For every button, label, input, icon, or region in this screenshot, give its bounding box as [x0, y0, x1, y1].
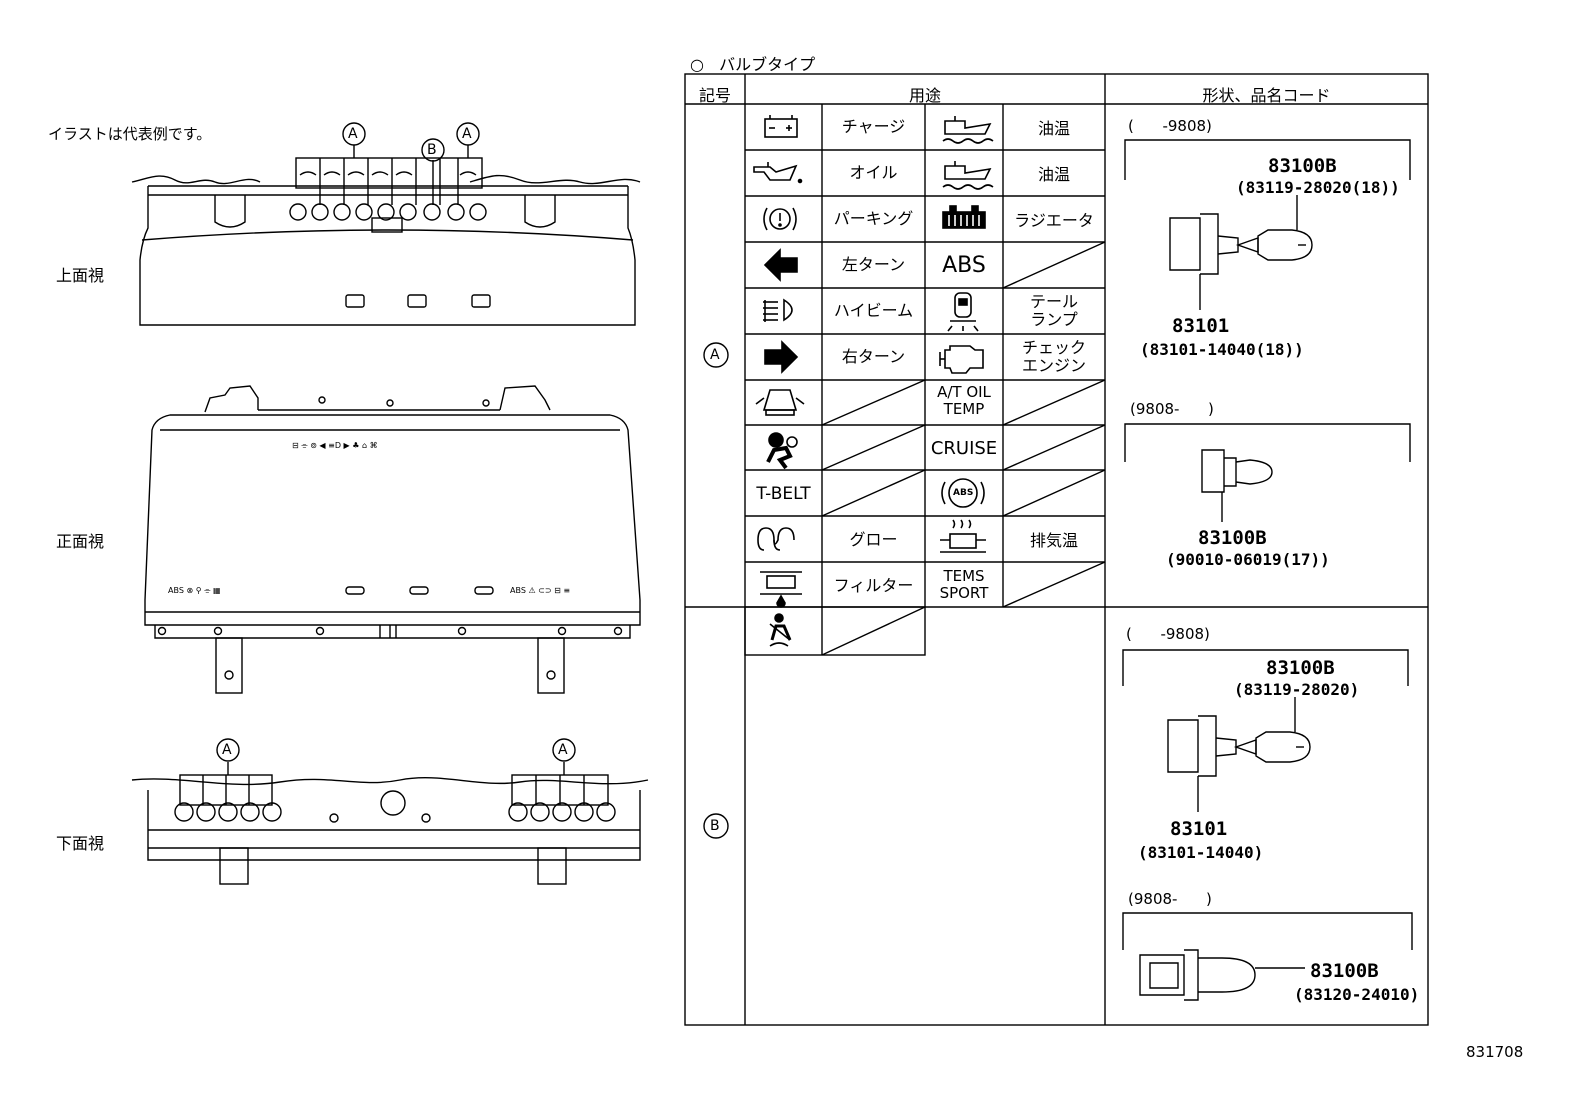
shape-b-pn-bulb-2: 83100B	[1310, 960, 1379, 982]
exhaust-temp-icon	[940, 519, 986, 553]
callout-a-bottom-right: A	[558, 742, 568, 758]
figure-id: 831708	[1466, 1043, 1524, 1061]
airbag-icon	[766, 432, 798, 470]
label-right-turn: 右ターン	[841, 347, 906, 366]
parking-brake-icon	[763, 207, 797, 231]
bottom-view-label: 下面視	[56, 834, 105, 853]
shape-a-code-socket-1: (83101-14040(18))	[1140, 340, 1304, 359]
header-use: 用途	[908, 86, 941, 105]
shape-a-pn-bulb-2: 83100B	[1198, 527, 1267, 549]
fuel-filter-icon	[760, 571, 802, 608]
right-arrow-icon	[764, 340, 799, 374]
svg-text:⊟ ⌯ ⊚ ◀ ≡D ▶ ♣ ⌂ ⌘: ⊟ ⌯ ⊚ ◀ ≡D ▶ ♣ ⌂ ⌘	[292, 441, 378, 450]
label-tail-lamp: テール ランプ	[1029, 292, 1078, 329]
legend-mark: ○	[690, 55, 704, 74]
door-open-icon	[755, 389, 805, 416]
svg-text:ABS ⊗ ⚲ ⌯ ▦: ABS ⊗ ⚲ ⌯ ▦	[168, 586, 221, 595]
abs-text: ABS	[942, 253, 986, 278]
cruise-text: CRUISE	[930, 438, 998, 459]
label-check-engine: チェック エンジン	[1021, 338, 1086, 375]
svg-text:ABS ⚠ ⊂⊃ ⊟ ≡: ABS ⚠ ⊂⊃ ⊟ ≡	[510, 586, 570, 595]
high-beam-icon	[763, 298, 793, 322]
shape-b-period-1: ( -9808)	[1126, 625, 1210, 643]
label-filter: フィルター	[833, 576, 914, 595]
top-view-label: 上面視	[56, 266, 105, 285]
legend: ○ バルブタイプ	[690, 51, 815, 75]
label-oil-temp-2: 油温	[1037, 165, 1070, 184]
tems-sport-text: TEMS SPORT	[939, 567, 989, 602]
symbol-a: A	[710, 347, 720, 363]
oil-can-icon	[753, 162, 803, 184]
abs-circle-text: ABS	[953, 488, 974, 498]
oil-temp-icon-1	[942, 116, 994, 144]
label-glow: グロー	[849, 530, 898, 549]
bottom-view-drawing	[131, 762, 649, 885]
top-view-drawing	[131, 145, 641, 326]
front-view-drawing	[144, 385, 641, 694]
left-arrow-icon	[763, 248, 798, 282]
shape-a-period-2: (9808- )	[1130, 400, 1214, 418]
shape-a-code-bulb-1: (83119-28020(18))	[1236, 178, 1400, 197]
callout-a-bottom-left: A	[222, 742, 232, 758]
at-oil-temp-text: A/T OIL TEMP	[937, 383, 991, 418]
symbol-b: B	[710, 818, 720, 834]
illustration-note: イラストは代表例です。	[48, 125, 212, 143]
shape-b-period-2: (9808- )	[1128, 890, 1212, 908]
header-shape: 形状、品名コード	[1202, 86, 1331, 105]
shape-a-code-bulb-2: (90010-06019(17))	[1166, 550, 1330, 569]
label-oil-temp-1: 油温	[1037, 119, 1070, 138]
label-high-beam: ハイビーム	[833, 301, 914, 320]
label-left-turn: 左ターン	[841, 255, 906, 274]
tail-lamp-icon	[947, 292, 979, 332]
shape-b-pn-bulb-1: 83100B	[1266, 657, 1335, 679]
callout-a-top-left: A	[348, 126, 358, 142]
glow-plug-icon	[757, 527, 795, 551]
label-parking: パーキング	[833, 209, 914, 228]
shape-b-code-bulb-1: (83119-28020)	[1234, 680, 1360, 699]
tbelt-text: T-BELT	[756, 484, 811, 504]
shape-a-pn-socket-1: 83101	[1172, 315, 1230, 337]
shape-a-period-1: ( -9808)	[1128, 117, 1212, 135]
callout-b-top: B	[427, 142, 437, 158]
label-oil: オイル	[849, 163, 898, 182]
callout-a-top-right: A	[462, 126, 472, 142]
front-view-label: 正面視	[56, 532, 105, 551]
shape-a-pn-bulb-1: 83100B	[1268, 155, 1337, 177]
oil-temp-icon-2	[942, 161, 994, 190]
header-symbol: 記号	[698, 86, 731, 105]
legend-title: バルブタイプ	[719, 55, 816, 74]
label-charge: チャージ	[841, 117, 906, 136]
radiator-icon	[942, 205, 986, 229]
shape-b-code-bulb-2: (83120-24010)	[1294, 985, 1420, 1004]
seatbelt-icon	[769, 613, 792, 647]
abs-circle-icon	[941, 478, 985, 508]
shape-b-code-socket-1: (83101-14040)	[1138, 843, 1264, 862]
check-engine-icon	[939, 345, 984, 374]
shape-b-pn-socket-1: 83101	[1170, 818, 1228, 840]
label-exhaust-temp: 排気温	[1029, 531, 1078, 550]
battery-icon	[764, 115, 798, 138]
label-radiator: ラジエータ	[1014, 211, 1094, 230]
